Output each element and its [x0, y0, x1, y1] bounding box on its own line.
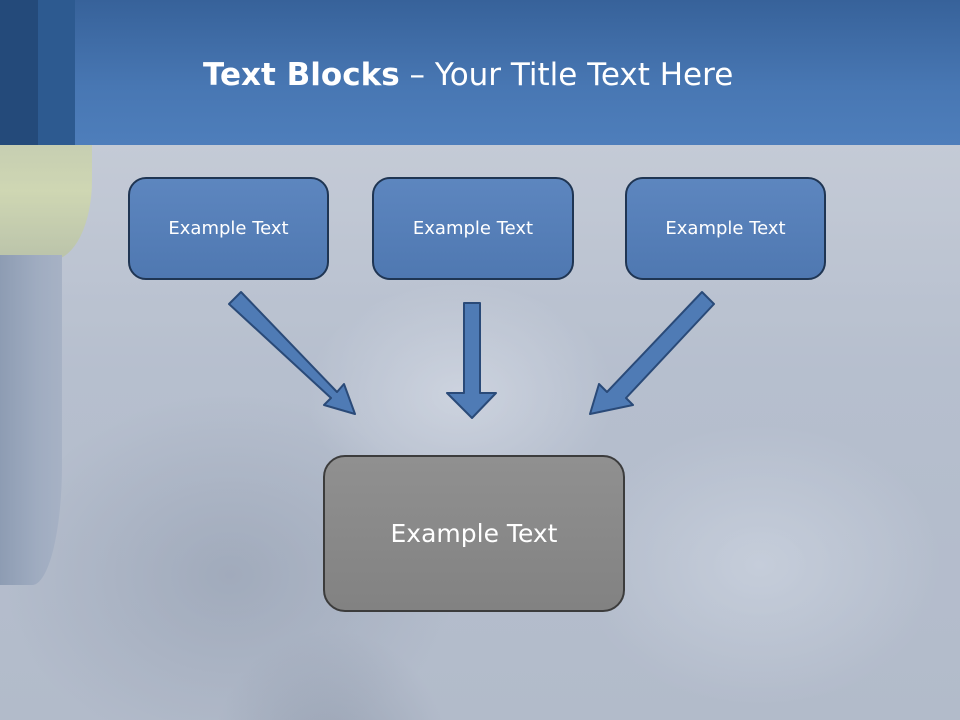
- title-bar: Text Blocks – Your Title Text Here: [0, 0, 960, 145]
- title-bold: Text Blocks: [203, 57, 400, 93]
- slide-title[interactable]: Text Blocks – Your Title Text Here: [203, 55, 733, 95]
- center-text-block-label: Example Text: [390, 519, 558, 548]
- text-block-1-label: Example Text: [168, 218, 289, 239]
- title-dash: –: [399, 57, 435, 93]
- center-text-block[interactable]: Example Text: [323, 455, 625, 612]
- text-block-2-label: Example Text: [412, 218, 534, 239]
- background-vest: [0, 145, 92, 260]
- arrow-center: [446, 302, 497, 419]
- arrow-left: [228, 291, 356, 415]
- header-stripe-mid: [38, 0, 75, 145]
- text-block-1[interactable]: Example Text: [128, 177, 329, 280]
- text-block-2[interactable]: Example Text: [372, 177, 574, 280]
- text-block-3-label: Example Text: [665, 218, 786, 239]
- header-stripe-dark: [0, 0, 38, 145]
- arrow-right: [589, 291, 715, 415]
- text-block-3[interactable]: Example Text: [625, 177, 826, 280]
- background-legs: [0, 255, 62, 585]
- title-rest: Your Title Text Here: [434, 57, 734, 93]
